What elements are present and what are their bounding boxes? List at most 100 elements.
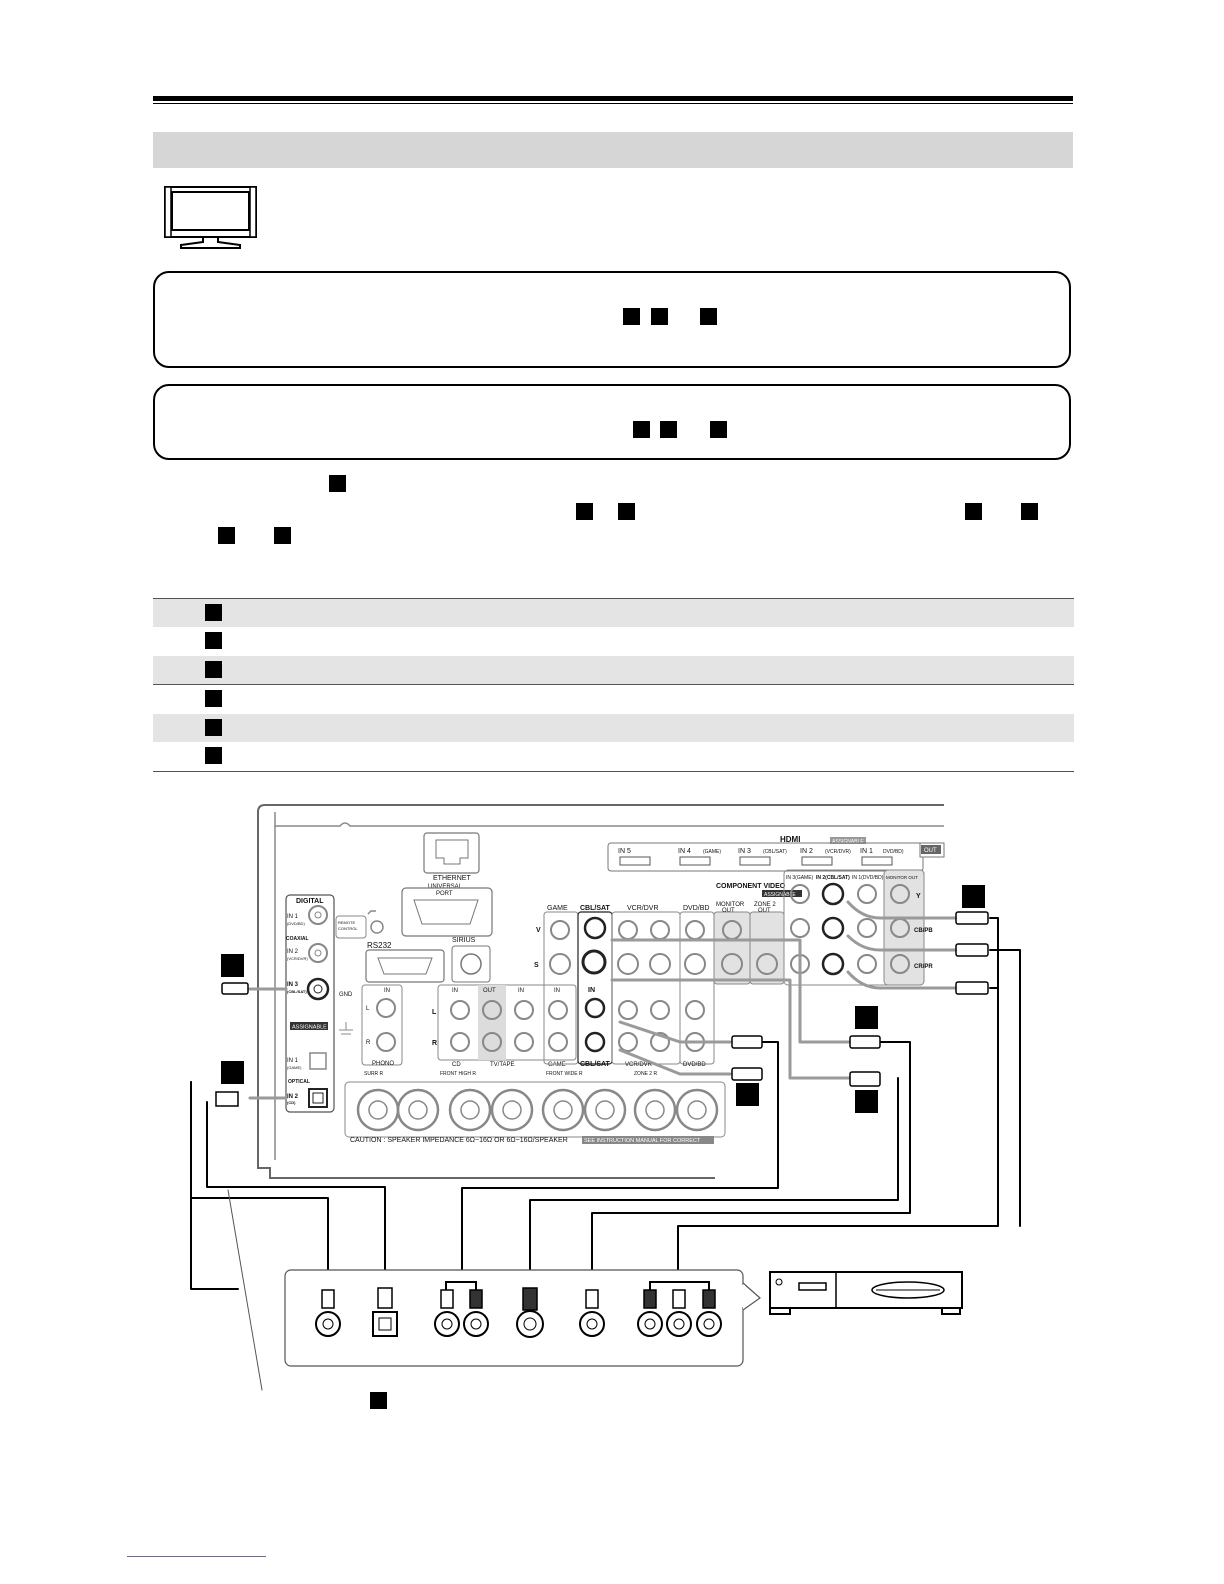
badge-optical — [221, 1061, 244, 1084]
monitor-out-label: OUT — [722, 908, 735, 914]
cbl-sat-bottom-label: CBL/SAT — [580, 1061, 611, 1068]
optical-in1-label: IN 1 — [287, 1058, 299, 1064]
hdmi-in3-label: IN 3 — [738, 848, 751, 855]
sirius-port: SIRIUS — [451, 937, 491, 983]
ethernet-port: ETHERNET — [423, 832, 480, 882]
footer-link-underline — [127, 1556, 266, 1557]
row-badge — [205, 604, 222, 621]
dvd-bd-bottom-label: DVD/BD — [683, 1062, 706, 1068]
table-row — [153, 685, 1074, 713]
callout-box-1 — [153, 271, 1071, 368]
optical-in2-label: IN 2 — [287, 1094, 299, 1100]
source-device-panel — [284, 1269, 761, 1367]
rs232-label: RS232 — [367, 941, 392, 950]
hdmi-in4-label: IN 4 — [678, 848, 691, 855]
table-row — [153, 714, 1074, 742]
monitor-label: MONITOR — [716, 902, 745, 908]
tvtape-in-label: IN — [518, 988, 524, 994]
comp-in3-label: IN 3(GAME) — [786, 875, 814, 881]
component-video-title: COMPONENT VIDEO — [716, 883, 786, 890]
vcr-dvr-bottom-label: VCR/DVR — [625, 1062, 653, 1068]
cable-plugs — [215, 911, 989, 1107]
hdmi-in1-label: IN 1 — [860, 848, 873, 855]
row-badge — [205, 690, 222, 707]
remote-label: REMOTE — [338, 920, 355, 925]
table-mid-line — [153, 684, 1074, 685]
analog-r-label: R — [432, 1040, 437, 1047]
cd-in-label: IN — [452, 988, 458, 994]
optical-in1-sub: (GAME) — [287, 1065, 302, 1070]
table-row — [153, 599, 1074, 627]
header-rule-thick — [153, 96, 1073, 101]
comp-monitor-out-label: MONITOR OUT — [886, 875, 918, 880]
zone2-label: ZONE 2 — [754, 902, 776, 908]
diagram-badges — [221, 885, 985, 1409]
surr-r-label: SURR R — [364, 1071, 384, 1077]
front-wide-r-label: FRONT WIDE R — [546, 1071, 583, 1077]
coax-in3-sub: (CBL/SAT) — [287, 989, 307, 994]
coax-in1-label: IN 1 — [287, 914, 299, 920]
comp-in2-label: IN 2(CBL/SAT) — [816, 875, 850, 881]
table-bottom-line — [153, 771, 1074, 772]
step-badge — [1021, 503, 1038, 520]
table-top-line — [153, 598, 1074, 599]
flat-tv-icon — [164, 186, 257, 249]
hdmi-in1-sub: DVD/BD) — [883, 849, 904, 855]
digital-label: DIGITAL — [296, 898, 324, 905]
hdmi-title: HDMI — [780, 835, 800, 844]
analog-audio-section: L R IN OUT IN IN CD TV/TAPE GAME FRONT H… — [432, 984, 583, 1077]
set-top-box-icon — [769, 1271, 963, 1315]
badge-analog — [736, 1083, 759, 1106]
comp-pb-label: CB/PB — [914, 928, 933, 934]
optical-label: OPTICAL — [288, 1079, 310, 1085]
badge-composite — [855, 1006, 878, 1029]
header-rule-thin — [153, 103, 1073, 104]
hdmi-in2-label: IN 2 — [800, 848, 813, 855]
in-label: IN — [588, 987, 595, 994]
coaxial-label: COAXIAL — [286, 936, 309, 942]
optical-in2-sub: (CD) — [287, 1100, 296, 1105]
hdmi-block: HDMI ASSIGNABLE IN 5 IN 4 (GAME) IN 3 (C… — [607, 835, 945, 872]
badge-coax — [221, 954, 244, 977]
comp-y-label: Y — [916, 893, 921, 900]
component-video-section: COMPONENT VIDEO ASSIGNABLE IN 3(GAME) IN… — [716, 869, 933, 986]
tvtape-out-label: OUT — [483, 988, 496, 994]
comp-in1-label: IN 1(DVD/BD) — [852, 875, 884, 881]
hdmi-out-label: OUT — [924, 848, 937, 854]
comp-pr-label: CR/PR — [914, 964, 933, 970]
gnd-label: GND — [339, 992, 353, 998]
zone2-r-label: ZONE 2 R — [634, 1071, 657, 1077]
game-header: GAME — [547, 905, 568, 912]
row-badge — [205, 719, 222, 736]
component-assignable: ASSIGNABLE — [764, 892, 796, 898]
receiver-outline — [257, 804, 944, 1179]
sirius-label: SIRIUS — [452, 937, 476, 944]
table-row — [153, 656, 1074, 684]
cbl-sat-header: CBL/SAT — [580, 905, 611, 912]
row-badge — [205, 632, 222, 649]
zone2-out-label: OUT — [758, 908, 771, 914]
video-v-label: V — [536, 927, 541, 934]
table-row — [153, 742, 1074, 770]
video-section: V S GAME CBL/SAT VCR/DVR DVD/BD IN CBL/S… — [534, 905, 715, 1077]
step-badge — [660, 421, 677, 438]
step-badge — [274, 527, 291, 544]
digital-assignable: ASSIGNABLE — [292, 1025, 327, 1031]
front-high-r-label: FRONT HIGH R — [440, 1071, 476, 1077]
badge-svideo — [855, 1090, 878, 1113]
step-badge — [633, 421, 650, 438]
analog-l-label: L — [432, 1009, 437, 1016]
cables — [190, 900, 1021, 1391]
row-badge — [205, 747, 222, 764]
callout-box-2 — [153, 384, 1071, 460]
hdmi-in5-label: IN 5 — [618, 848, 631, 855]
coax-in2-label: IN 2 — [287, 949, 299, 955]
vcr-dvr-header: VCR/DVR — [627, 905, 659, 912]
caution-box-label: SEE INSTRUCTION MANUAL FOR CORRECT — [584, 1138, 701, 1144]
hdmi-in3-sub: (CBL/SAT) — [763, 849, 787, 855]
table-row — [153, 627, 1074, 655]
video-s-label: S — [534, 962, 539, 969]
hdmi-in2-sub: (VCR/DVR) — [825, 849, 851, 855]
phono-l-label: L — [366, 1006, 370, 1012]
